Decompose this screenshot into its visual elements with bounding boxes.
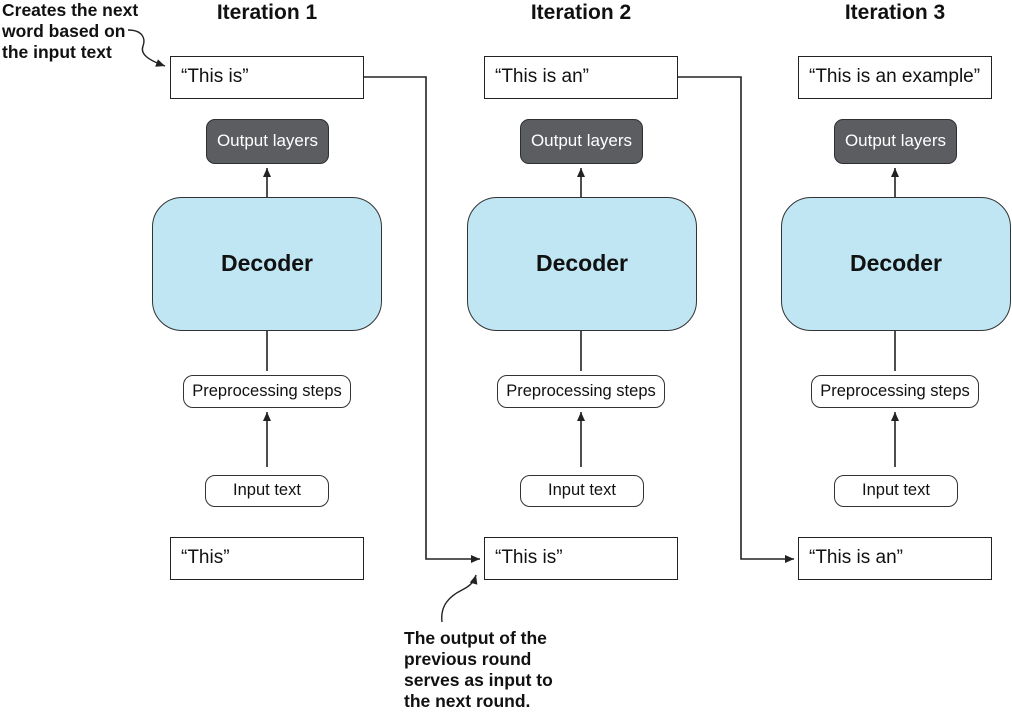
input-text-box-2: “This is”	[484, 537, 678, 580]
preprocessing-box-3: Preprocessing steps	[811, 375, 979, 408]
output-layers-box-1: Output layers	[206, 119, 329, 164]
input-text-label-1: Input text	[205, 475, 329, 507]
annotation-line: The output of the	[404, 628, 547, 648]
annotation-line: Creates the next	[2, 0, 139, 20]
feedback-arrow-2-to-3	[678, 76, 794, 563]
iteration-title-2: Iteration 2	[530, 1, 632, 24]
output-text-box-3: “This is an example”	[798, 56, 992, 99]
annotation-line: the next round.	[404, 691, 531, 711]
input-text-label-3: Input text	[834, 475, 958, 507]
feedback-arrow-1-to-2	[364, 76, 480, 563]
decoder-block-2: Decoder	[467, 197, 697, 331]
output-layers-box-3: Output layers	[834, 119, 957, 164]
input-text-box-1: “This”	[170, 537, 364, 580]
preprocessing-box-2: Preprocessing steps	[497, 375, 665, 408]
annotation-line: serves as input to	[404, 670, 553, 690]
annotation-line: previous round	[404, 649, 532, 669]
annotation-next-word: Creates the next word based on the input…	[2, 0, 138, 63]
iteration-title-3: Iteration 3	[844, 1, 946, 24]
decoder-block-1: Decoder	[152, 197, 382, 331]
output-layers-box-2: Output layers	[520, 119, 643, 164]
iteration-title-1: Iteration 1	[216, 1, 318, 24]
annotation-line: the input text	[2, 42, 112, 62]
input-text-box-3: “This is an”	[798, 537, 992, 580]
input-text-label-2: Input text	[520, 475, 644, 507]
annotation-pointer-bottom	[441, 574, 478, 623]
output-text-box-2: “This is an”	[484, 56, 678, 99]
preprocessing-box-1: Preprocessing steps	[183, 375, 351, 408]
output-text-box-1: “This is”	[170, 56, 364, 99]
annotation-feedback: The output of the previous round serves …	[404, 628, 553, 712]
decoder-block-3: Decoder	[781, 197, 1011, 331]
annotation-pointer-top	[127, 29, 166, 67]
annotation-line: word based on	[2, 21, 126, 41]
